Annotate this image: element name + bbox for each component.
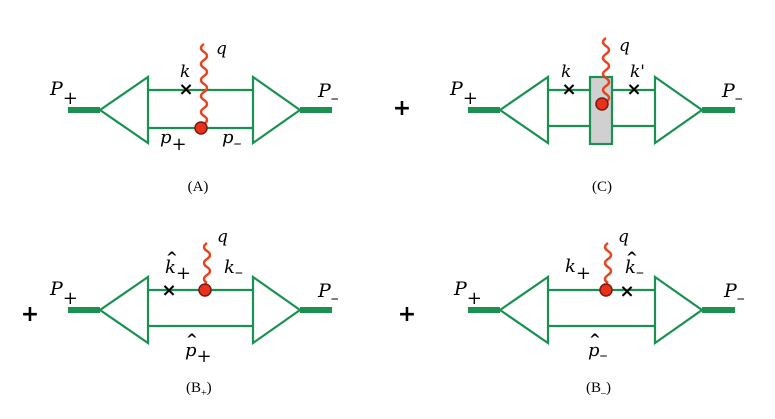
label-P-in: P+: [49, 78, 78, 109]
diagram-b-minus: + × q k+ ^ k– P+ P– ^ p– (B–): [398, 227, 745, 399]
label-p-plus: p+: [160, 127, 187, 155]
cross-mark: ×: [161, 280, 176, 301]
vertex-triangle-left: [498, 74, 550, 146]
photon-vertex: [198, 283, 212, 297]
label-P-out: P–: [317, 280, 339, 307]
label-P-in: P+: [449, 78, 478, 109]
label-P-out: P–: [723, 280, 745, 307]
vertex-triangle-left: [498, 274, 550, 346]
label-k-hat-plus: k+: [165, 257, 191, 284]
photon-line: [601, 36, 611, 104]
hat-mark-p: ^: [589, 332, 601, 348]
label-p-hat-minus: p–: [588, 340, 608, 364]
label-p-hat-plus: p+: [185, 340, 212, 367]
vertex-triangle-right: [251, 74, 302, 146]
label-k-plus: k+: [565, 256, 591, 284]
label-k-minus: k–: [224, 257, 243, 281]
photon-line: [202, 241, 212, 285]
hat-mark-p: ^: [186, 332, 198, 348]
plus-sign-b-plus: +: [21, 302, 39, 327]
label-q: q: [217, 227, 228, 247]
cross-mark-right: ×: [626, 79, 641, 100]
label-k-prime: k': [630, 62, 645, 82]
vertex-triangle-right: [251, 274, 302, 346]
vertex-triangle-left: [98, 74, 150, 146]
label-P-in: P+: [453, 278, 482, 309]
vertex-triangle-right: [653, 274, 704, 346]
label-k: k: [561, 62, 571, 82]
vertex-triangle-right: [653, 74, 704, 146]
cross-mark: ×: [619, 281, 634, 302]
cross-mark: ×: [178, 79, 193, 100]
label-P-out: P–: [721, 80, 743, 107]
photon-line: [603, 241, 613, 285]
caption-b-minus: (B–): [586, 380, 611, 399]
label-p-minus: p–: [222, 127, 242, 152]
plus-sign-b-minus: +: [398, 302, 416, 327]
photon-vertex: [599, 283, 613, 297]
caption-c: (C): [592, 179, 612, 195]
hat-mark: ^: [626, 250, 638, 266]
plus-sign-c: +: [393, 96, 411, 121]
diagram-c: + × × q k k' P+ P– (C): [393, 36, 743, 195]
photon-vertex: [194, 121, 208, 135]
photon-line: [199, 42, 209, 126]
label-k-hat-minus: k–: [625, 257, 644, 281]
diagram-a: × q k P+ P– p+ p– (A): [49, 39, 339, 195]
photon-vertex: [595, 97, 609, 111]
caption-b-plus: (B+): [186, 380, 212, 399]
label-q: q: [619, 36, 630, 56]
cross-mark-left: ×: [561, 79, 576, 100]
label-P-in: P+: [49, 278, 78, 309]
hat-mark: ^: [166, 250, 178, 266]
vertex-triangle-left: [98, 274, 150, 346]
label-q: q: [618, 227, 629, 247]
diagram-b-plus: + × q ^ k+ k– P+ P– ^ p+ (B+): [21, 227, 339, 399]
caption-a: (A): [188, 179, 209, 195]
label-P-out: P–: [317, 80, 339, 107]
label-q: q: [216, 39, 227, 59]
label-k: k: [180, 62, 190, 82]
